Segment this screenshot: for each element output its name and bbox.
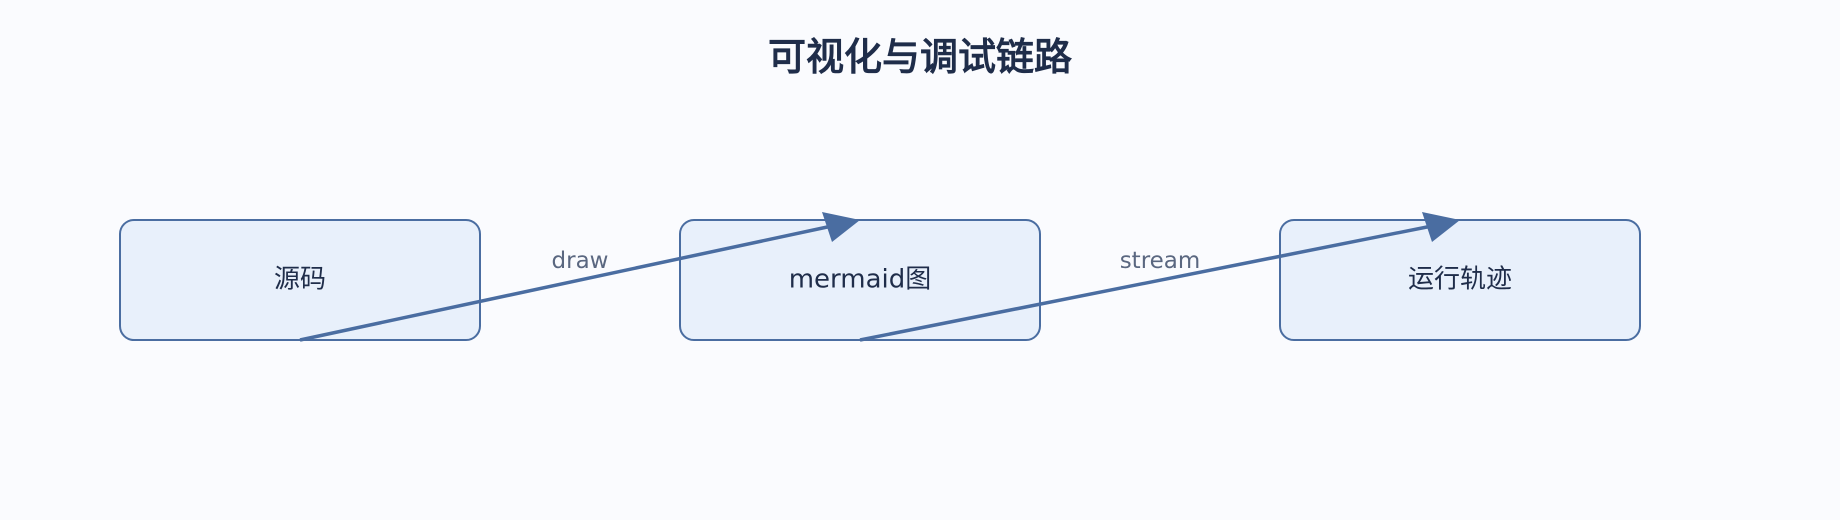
node-mermaid-label: mermaid图 (789, 265, 932, 295)
edge-stream-arrowhead (1422, 212, 1460, 242)
edge-draw-label: draw (552, 248, 609, 274)
edge-mermaid-to-trace: stream (859, 212, 1460, 342)
node-source[interactable]: 源码 (119, 219, 481, 341)
node-mermaid[interactable]: mermaid图 (679, 219, 1041, 341)
edge-draw-arrowhead (822, 212, 860, 242)
edge-stream-label: stream (1120, 248, 1201, 274)
diagram-title: 可视化与调试链路 (768, 35, 1073, 79)
edge-stream-line (859, 224, 1433, 342)
node-trace-label: 运行轨迹 (1408, 265, 1512, 295)
edge-source-to-mermaid: draw (299, 212, 860, 342)
node-trace[interactable]: 运行轨迹 (1279, 219, 1641, 341)
node-source-label: 源码 (274, 265, 326, 295)
edge-draw-line (299, 224, 833, 342)
